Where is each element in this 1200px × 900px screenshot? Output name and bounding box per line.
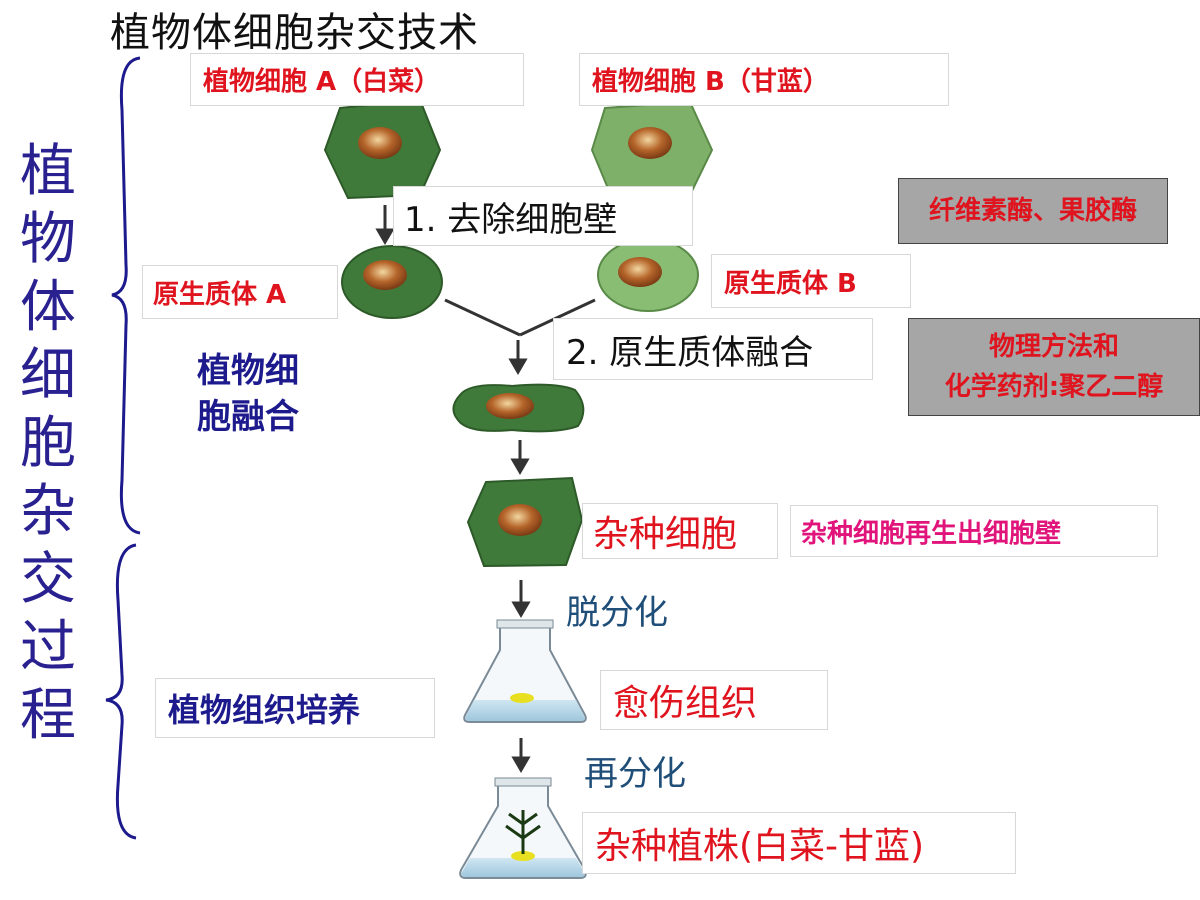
cell-a-label: 植物细胞 A（白菜） — [190, 53, 524, 106]
cell-b-label: 植物细胞 B（甘蓝） — [579, 53, 949, 106]
hybrid-cell-label: 杂种细胞 — [582, 503, 778, 559]
rediff-arrow — [511, 738, 531, 773]
flask-callus — [463, 619, 587, 723]
page-title: 植物体细胞杂交技术 — [110, 10, 479, 56]
regenerate-note: 杂种细胞再生出细胞壁 — [790, 505, 1158, 557]
fused-cell — [452, 383, 585, 433]
cell-fusion-line1: 植物细 — [197, 351, 299, 391]
fusion-lines — [444, 298, 596, 337]
protoplast-a-label: 原生质体 A — [142, 265, 338, 319]
step1-label: 1. 去除细胞壁 — [393, 186, 693, 246]
dedifferentiation-label: 脱分化 — [566, 593, 668, 633]
fusion-method-line1: 物理方法和 — [988, 332, 1119, 362]
fusion-method-note: 物理方法和 化学药剂:聚乙二醇 — [908, 318, 1200, 416]
protoplast-b-cell — [597, 238, 699, 312]
enzyme-note: 纤维素酶、果胶酶 — [898, 178, 1168, 244]
step2-arrow — [508, 340, 528, 375]
flask-plant — [459, 777, 587, 879]
protoplast-b-label: 原生质体 B — [711, 254, 911, 308]
redifferentiation-label: 再分化 — [584, 754, 686, 794]
callus-label: 愈伤组织 — [600, 670, 828, 730]
fusion-to-hybrid-arrow — [510, 440, 530, 475]
hybrid-plant-label: 杂种植株(白菜-甘蓝) — [582, 812, 1016, 874]
tissue-culture-label: 植物组织培养 — [155, 678, 435, 738]
side-label-char: 过 — [20, 615, 76, 680]
side-label-char: 胞 — [20, 411, 76, 476]
side-label-vertical: 植物体细胞杂交过程 — [18, 138, 78, 750]
lower-brace — [105, 543, 137, 840]
side-label-char: 细 — [20, 343, 76, 408]
protoplast-a-cell — [341, 245, 443, 319]
plant-cell-b — [590, 100, 714, 200]
side-label: 植物体细胞杂交过程 — [18, 138, 78, 750]
side-label-char: 程 — [20, 683, 76, 748]
plant-cell-a — [323, 98, 442, 200]
cell-fusion-line2: 胞融合 — [197, 397, 299, 437]
step2-label: 2. 原生质体融合 — [553, 318, 873, 380]
hybrid-cell-graphic — [466, 476, 584, 568]
side-label-char: 物 — [20, 207, 76, 272]
side-label-char: 植 — [20, 139, 76, 204]
cell-fusion-label: 植物细 胞融合 — [197, 348, 299, 440]
fusion-method-line2: 化学药剂:聚乙二醇 — [944, 372, 1164, 402]
side-label-char: 交 — [20, 547, 76, 612]
dediff-arrow — [511, 580, 531, 618]
side-label-char: 杂 — [20, 479, 76, 544]
side-label-char: 体 — [20, 275, 76, 340]
upper-brace — [111, 56, 141, 535]
